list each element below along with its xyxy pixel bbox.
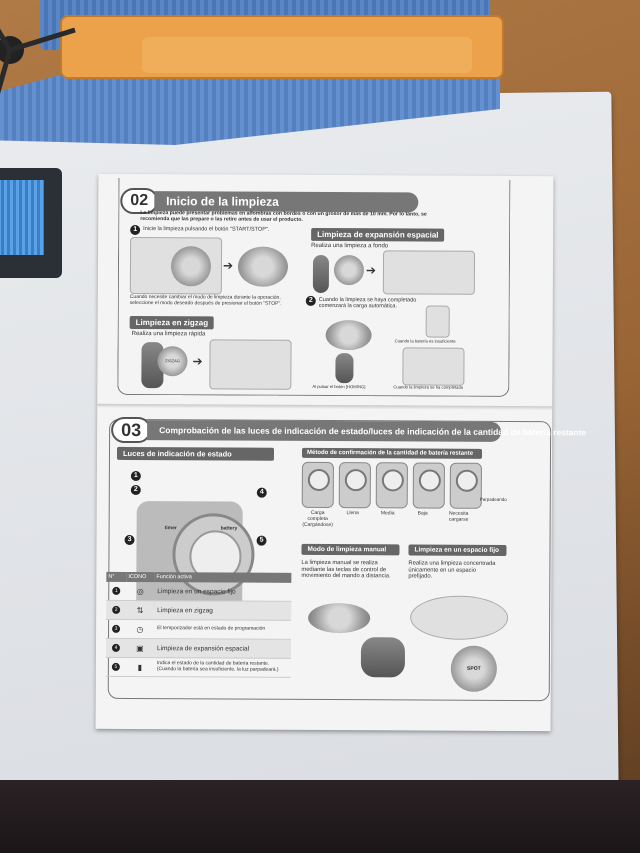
indicator-marker-5: 5 <box>256 535 267 546</box>
zigzag-path-illustration <box>209 339 292 390</box>
table-row: 2 ⇅ Limpieza en zigzag <box>106 600 292 621</box>
battery-level-label: Media <box>380 510 395 517</box>
control-panel-illustration: 1 2 3 4 5 timer battery <box>116 459 287 610</box>
robot-illustration <box>237 246 289 287</box>
section-03-number: 03 <box>111 416 152 444</box>
battery-empty-icon <box>449 462 482 509</box>
zigzag-heading: Limpieza en zigzag <box>129 315 215 330</box>
step-1-text: Inicie la limpieza pulsando el botón "ST… <box>143 226 270 233</box>
table-row: 1 ◎ Limpieza en un espacio fijo <box>106 581 292 602</box>
section-02-intro: La limpieza puede presentar problemas en… <box>140 210 427 223</box>
mop-holder-plate <box>60 15 504 79</box>
battery-full-charging-icon <box>301 461 334 509</box>
spot-button: SPOT <box>450 645 497 692</box>
battery-half-icon <box>375 462 408 509</box>
battery-level-label: Baja <box>417 510 428 517</box>
robot-illustration <box>308 602 371 634</box>
table-header: ICONO <box>126 571 155 583</box>
battery-low-icon <box>412 462 445 509</box>
step-1-marker: 1 <box>130 224 141 236</box>
indicator-marker-3: 3 <box>124 534 135 546</box>
low-battery-label: Cuando la batería es insuficiente <box>394 338 456 344</box>
battery-level-label: Carga completa (Cargándose) <box>302 509 333 528</box>
section-03-heading: 03 Comprobación de las luces de indicaci… <box>111 416 586 445</box>
remote-control-illustration <box>360 637 406 678</box>
dust-filter <box>0 168 62 278</box>
charging-station-illustration <box>425 305 450 338</box>
step-2-text: Cuando la limpieza se haya completado co… <box>318 296 417 310</box>
clock-icon: ◷ <box>126 619 155 639</box>
blinking-label: Parpadeando <box>479 496 507 502</box>
arrow-right-icon: ➔ <box>192 354 203 369</box>
battery-level-label: Llena <box>346 510 359 517</box>
battery-level-row <box>301 461 482 509</box>
manual-mode-heading: Modo de limpieza manual <box>301 543 400 556</box>
remote-illustration <box>312 254 330 294</box>
homing-label: Al pulsar el botón [HOMING] <box>312 383 366 390</box>
arrow-right-icon: ➔ <box>365 263 377 278</box>
battery-method-heading: Método de confirmación de la cantidad de… <box>301 447 483 459</box>
table-row: 3 ◷ El temporizador está en estado de pr… <box>106 619 292 640</box>
battery-level-label: Necesita cargarse <box>448 510 469 523</box>
zigzag-button: ZIGZAG <box>157 346 188 377</box>
expand-icon: ▣ <box>125 638 155 658</box>
battery-label: battery <box>220 525 238 532</box>
charging-station-illustration <box>402 347 465 386</box>
zigzag-desc: Realiza una limpieza rápida <box>131 330 206 338</box>
indicator-marker-1: 1 <box>130 470 141 482</box>
manual-mode-desc: La limpieza manual se realiza mediante l… <box>301 559 391 580</box>
spot-mode-desc: Realiza una limpieza concentrada únicame… <box>408 560 496 580</box>
remote-homing-illustration <box>335 353 354 384</box>
paper-fold <box>97 403 553 411</box>
room-illustration <box>382 250 476 295</box>
spot-mode-heading: Limpieza en un espacio fijo <box>408 544 507 556</box>
expansion-heading: Limpieza de expansión espacial <box>311 227 445 242</box>
instruction-sheet: 02 Inicio de la limpieza La limpieza pue… <box>95 173 586 732</box>
zigzag-icon: ⇅ <box>126 600 155 620</box>
mode-change-note: Cuando necesite cambiar el modo de limpi… <box>129 293 282 307</box>
timer-label: timer <box>164 525 177 532</box>
section-02-title: Inicio de la limpieza <box>154 191 419 213</box>
side-brush <box>0 27 76 95</box>
step-2-marker: 2 <box>305 295 316 306</box>
expansion-button <box>333 255 365 286</box>
spiral-icon: ◎ <box>126 581 155 601</box>
done-label: Cuando la limpieza se ha completado <box>393 384 464 390</box>
dark-background <box>0 780 640 853</box>
table-header: N° <box>106 571 127 582</box>
start-button-illustration <box>129 236 223 295</box>
table-row: 4 ▣ Limpieza de expansión espacial <box>105 638 292 659</box>
spot-area-illustration <box>410 595 509 640</box>
arrow-right-icon: ➔ <box>222 258 234 273</box>
battery-icon: ▮ <box>125 657 154 677</box>
indicator-marker-4: 4 <box>256 487 267 498</box>
status-table: N° ICONO Función activa 1 ◎ Limpieza en … <box>105 571 292 678</box>
indicator-marker-2: 2 <box>130 484 141 496</box>
table-row: 5 ▮ Indica el estado de la cantidad de b… <box>105 657 291 678</box>
battery-full-icon <box>338 462 371 509</box>
robot-docking-illustration <box>325 320 372 351</box>
section-03-title: Comprobación de las luces de indicación … <box>147 420 586 442</box>
expansion-desc: Realiza una limpieza a fondo <box>311 242 389 250</box>
